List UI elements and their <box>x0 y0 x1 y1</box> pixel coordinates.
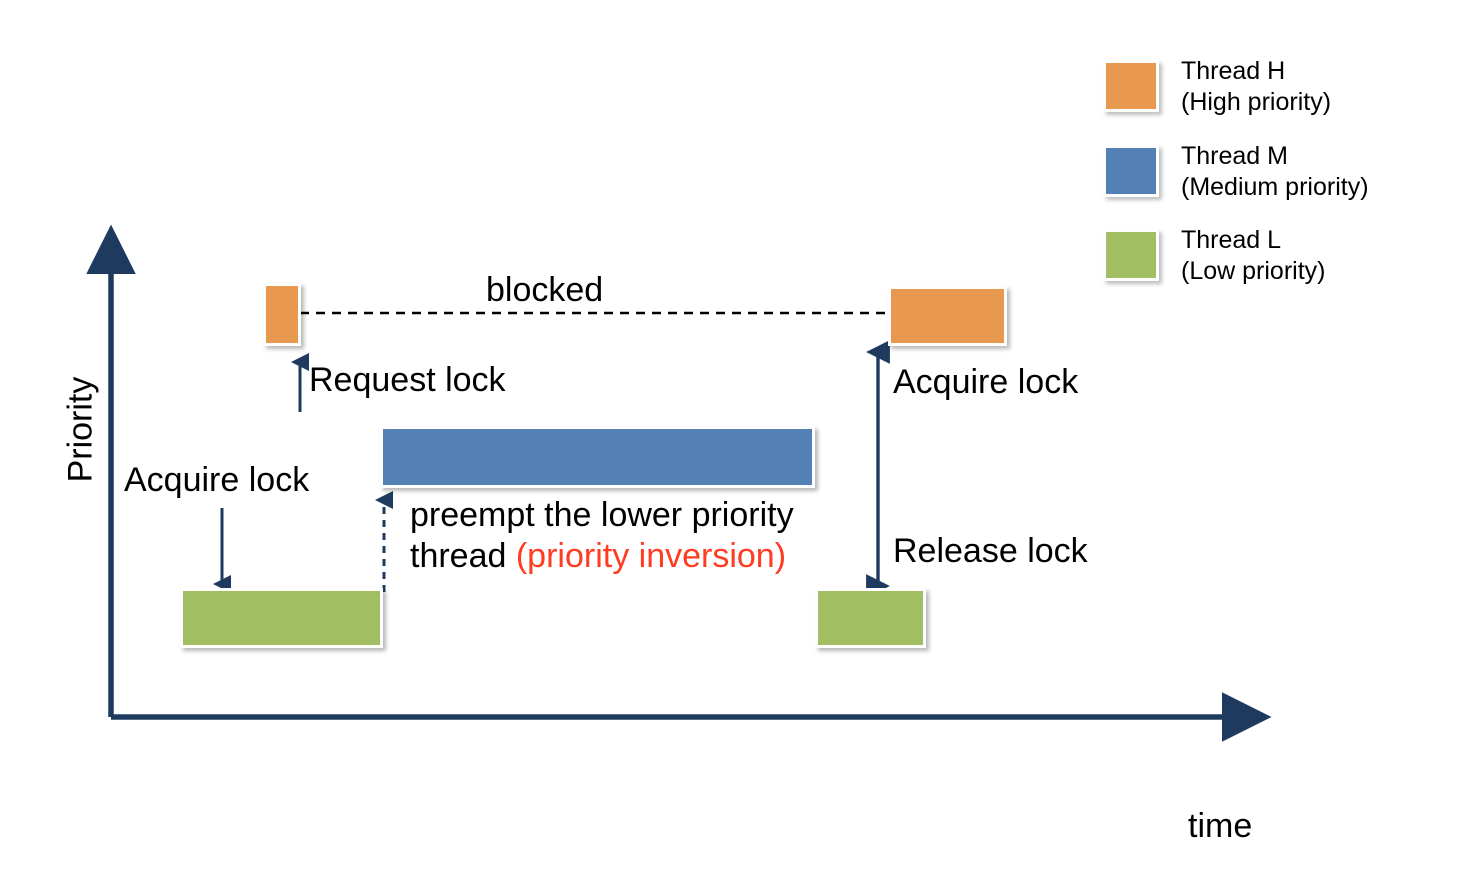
legend-item-thread-m[interactable]: Thread M (Medium priority) <box>1103 142 1443 204</box>
blocked-label: blocked <box>486 271 604 309</box>
preempt-note: preempt the lower priority thread (prior… <box>410 495 840 578</box>
legend-label-thread-l: Thread L (Low priority) <box>1181 225 1325 288</box>
legend-label-thread-h-name: Thread H <box>1181 57 1286 85</box>
legend: Thread H (High priority) Thread M (Mediu… <box>1103 57 1443 288</box>
thread-l-block-2[interactable] <box>815 588 926 648</box>
thread-l-block-1[interactable] <box>180 588 383 648</box>
legend-item-thread-h[interactable]: Thread H (High priority) <box>1103 57 1443 119</box>
acquire-lock-high-label: Acquire lock <box>893 363 1079 401</box>
legend-label-thread-h: Thread H (High priority) <box>1181 56 1331 119</box>
legend-label-thread-m-name: Thread M <box>1181 141 1288 170</box>
release-lock-label: Release lock <box>893 532 1088 570</box>
legend-label-thread-h-detail: (High priority) <box>1181 88 1332 117</box>
thread-h-block-1[interactable] <box>263 283 301 346</box>
x-axis-label: time <box>1188 807 1253 845</box>
y-axis-label: Priority <box>61 376 100 483</box>
legend-swatch-thread-h <box>1103 60 1159 112</box>
legend-item-thread-l[interactable]: Thread L (Low priority) <box>1103 226 1443 288</box>
acquire-lock-low-label: Acquire lock <box>124 461 310 499</box>
legend-label-thread-m-detail: (Medium priority) <box>1181 172 1369 201</box>
legend-swatch-thread-m <box>1103 144 1159 197</box>
legend-label-thread-m: Thread M (Medium priority) <box>1181 141 1369 204</box>
legend-label-thread-l-name: Thread L <box>1181 226 1282 254</box>
thread-m-block-1[interactable] <box>380 426 815 488</box>
thread-h-block-2[interactable] <box>888 286 1007 346</box>
preempt-note-line1: preempt the lower priority <box>410 496 794 534</box>
request-lock-label: Request lock <box>309 361 506 399</box>
legend-swatch-thread-l <box>1103 229 1159 281</box>
priority-inversion-emphasis: (priority inversion) <box>515 537 787 576</box>
preempt-note-line2-plain: thread <box>410 537 516 576</box>
legend-label-thread-l-detail: (Low priority) <box>1181 257 1326 286</box>
